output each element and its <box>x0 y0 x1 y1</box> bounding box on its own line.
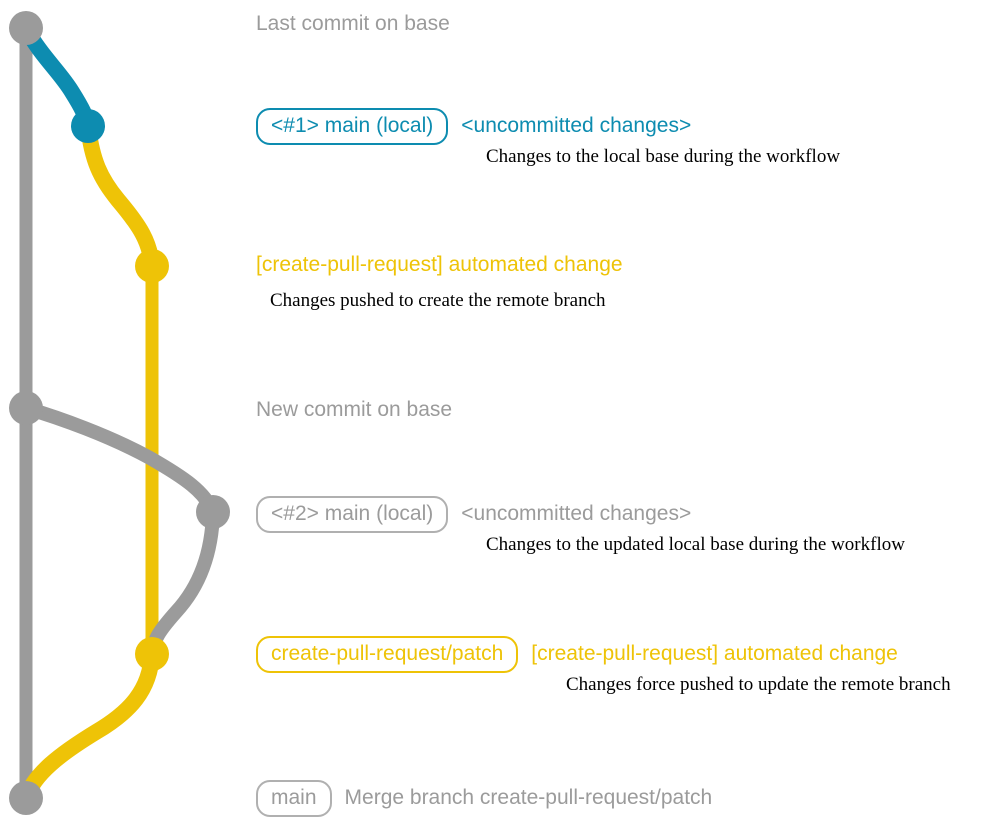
commit-subject: [create-pull-request] automated change <box>531 642 898 665</box>
commit-node-new-commit-on-base[interactable] <box>9 391 43 425</box>
commit-row-last-commit-on-base: Last commit on base <box>256 12 450 36</box>
commit-subject: Merge branch create-pull-request/patch <box>344 786 713 809</box>
commit-description-automated-change-2: Changes force pushed to update the remot… <box>566 674 951 695</box>
commit-row-local-change-2: <#2> main (local) <uncommitted changes> <box>256 496 692 534</box>
edge-auto2-to-merge <box>18 646 160 806</box>
commit-description-automated-change-1: Changes pushed to create the remote bran… <box>270 290 606 311</box>
edge-base-to-local1 <box>18 20 96 134</box>
commit-subject: [create-pull-request] automated change <box>256 253 623 276</box>
edge-local1-to-auto1 <box>80 118 160 274</box>
commit-node-automated-change-1[interactable] <box>135 249 169 283</box>
commit-row-merge-commit: main Merge branch create-pull-request/pa… <box>256 780 713 818</box>
commit-row-automated-change-2: create-pull-request/patch [create-pull-r… <box>256 636 898 674</box>
edge-base2-to-local2 <box>19 401 220 519</box>
commit-node-merge-commit[interactable] <box>9 781 43 815</box>
commit-subject: <uncommitted changes> <box>461 502 692 525</box>
edge-local2-to-auto2 <box>145 505 220 661</box>
ref-badge-create-pull-request-patch[interactable]: create-pull-request/patch <box>256 636 519 674</box>
commit-node-last-commit-on-base[interactable] <box>9 11 43 45</box>
commit-subject: New commit on base <box>256 398 453 421</box>
commit-node-local-change-2[interactable] <box>196 495 230 529</box>
commit-description-local-change-1: Changes to the local base during the wor… <box>486 146 841 167</box>
commit-subject: Last commit on base <box>256 12 450 35</box>
commit-subject: <uncommitted changes> <box>461 114 692 137</box>
commit-description-local-change-2: Changes to the updated local base during… <box>486 534 905 555</box>
commit-row-automated-change-1: [create-pull-request] automated change <box>256 253 623 277</box>
commit-node-automated-change-2[interactable] <box>135 637 169 671</box>
commit-row-new-commit-on-base: New commit on base <box>256 398 452 422</box>
commit-row-local-change-1: <#1> main (local) <uncommitted changes> <box>256 108 692 146</box>
ref-badge-main-local-2[interactable]: <#2> main (local) <box>256 496 449 534</box>
commit-node-local-change-1[interactable] <box>71 109 105 143</box>
ref-badge-main-local-1[interactable]: <#1> main (local) <box>256 108 449 146</box>
ref-badge-main[interactable]: main <box>256 780 332 818</box>
